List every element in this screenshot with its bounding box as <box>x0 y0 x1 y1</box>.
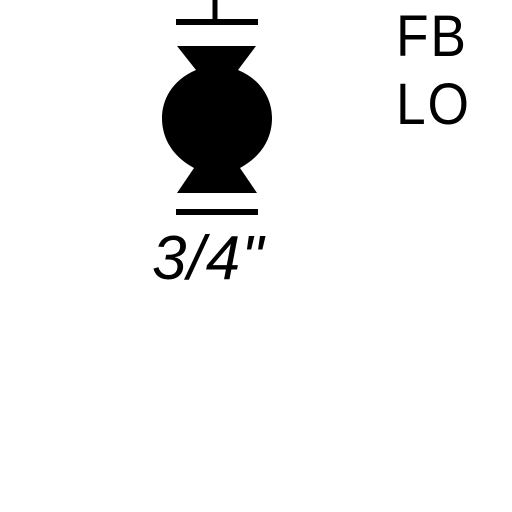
fitting-body-shape <box>162 46 272 193</box>
code-label-line-2: LO <box>396 72 471 137</box>
code-label-line-1: FB <box>396 4 468 69</box>
dimension-label: 3/4" <box>152 224 265 293</box>
